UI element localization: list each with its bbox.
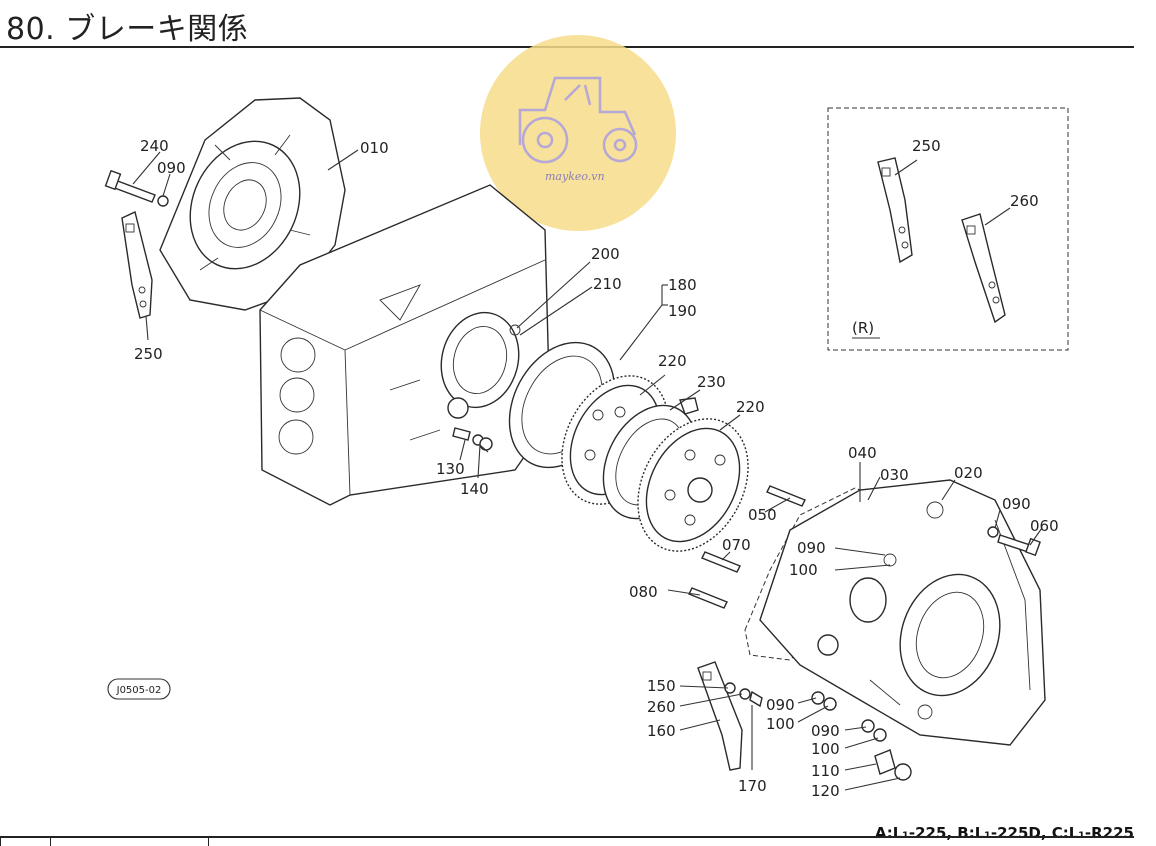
footer-cell (0, 838, 1, 846)
page-title: 80. ブレーキ関係 (6, 12, 249, 47)
callout-080: 080 (629, 583, 658, 601)
callout-120: 120 (811, 782, 840, 800)
watermark-logo: maykeo.vn (480, 35, 676, 231)
callout-050: 050 (748, 506, 777, 524)
callout-110: 110 (811, 762, 840, 780)
figure-code: J0505-02 (107, 678, 171, 700)
figure-code-text: J0505-02 (116, 685, 162, 696)
brake-lever-lower (697, 661, 763, 771)
callout-250: 250 (134, 345, 163, 363)
callout-020: 020 (954, 464, 983, 482)
brake-lever-left (121, 211, 153, 319)
inset-right-variant: (R) (827, 107, 1069, 351)
callout-040: 040 (848, 444, 877, 462)
leader-lines (132, 149, 1043, 791)
callout-070: 070 (722, 536, 751, 554)
transmission-case (259, 184, 551, 506)
callout-180: 180 (668, 276, 697, 294)
callout-100: 100 (789, 561, 818, 579)
callout-250: 250 (912, 137, 941, 155)
callout-240: 240 (140, 137, 169, 155)
callout-140: 140 (460, 480, 489, 498)
callout-260: 260 (1010, 192, 1039, 210)
callout-010: 010 (360, 139, 389, 157)
gasket-040 (744, 487, 881, 661)
nuts-washers-lower (811, 691, 912, 781)
callout-170: 170 (738, 777, 767, 795)
brake-case-right (759, 479, 1046, 746)
callout-labels: 240 090 010 250 200 210 180 190 220 230 … (134, 137, 1059, 800)
footer-cell (50, 838, 51, 846)
callout-230: 230 (697, 373, 726, 391)
callout-190: 190 (668, 302, 697, 320)
footer-rule (0, 836, 1134, 838)
callout-090: 090 (1002, 495, 1031, 513)
model-applicability-note: A:L₁-225, B:L₁-225D, C:L₁-R225 (874, 824, 1134, 842)
bolt-240 (104, 169, 169, 207)
callout-090: 090 (157, 159, 186, 177)
callout-260: 260 (647, 698, 676, 716)
footer-cell (208, 838, 209, 846)
watermark-text: maykeo.vn (545, 170, 605, 183)
callout-220: 220 (658, 352, 687, 370)
inset-label: (R) (852, 319, 874, 337)
callout-100: 100 (811, 740, 840, 758)
callout-090: 090 (797, 539, 826, 557)
bolt-060 (987, 526, 1041, 557)
studs (688, 485, 806, 609)
callout-090: 090 (811, 722, 840, 740)
callout-210: 210 (593, 275, 622, 293)
callout-150: 150 (647, 677, 676, 695)
callout-090: 090 (766, 696, 795, 714)
callout-130: 130 (436, 460, 465, 478)
brake-disc-220b (637, 418, 749, 552)
callout-160: 160 (647, 722, 676, 740)
callout-060: 060 (1030, 517, 1059, 535)
callout-220: 220 (736, 398, 765, 416)
callout-200: 200 (591, 245, 620, 263)
callout-100: 100 (766, 715, 795, 733)
callout-030: 030 (880, 466, 909, 484)
brake-cover-left (159, 97, 346, 311)
tractor-icon (518, 76, 638, 164)
